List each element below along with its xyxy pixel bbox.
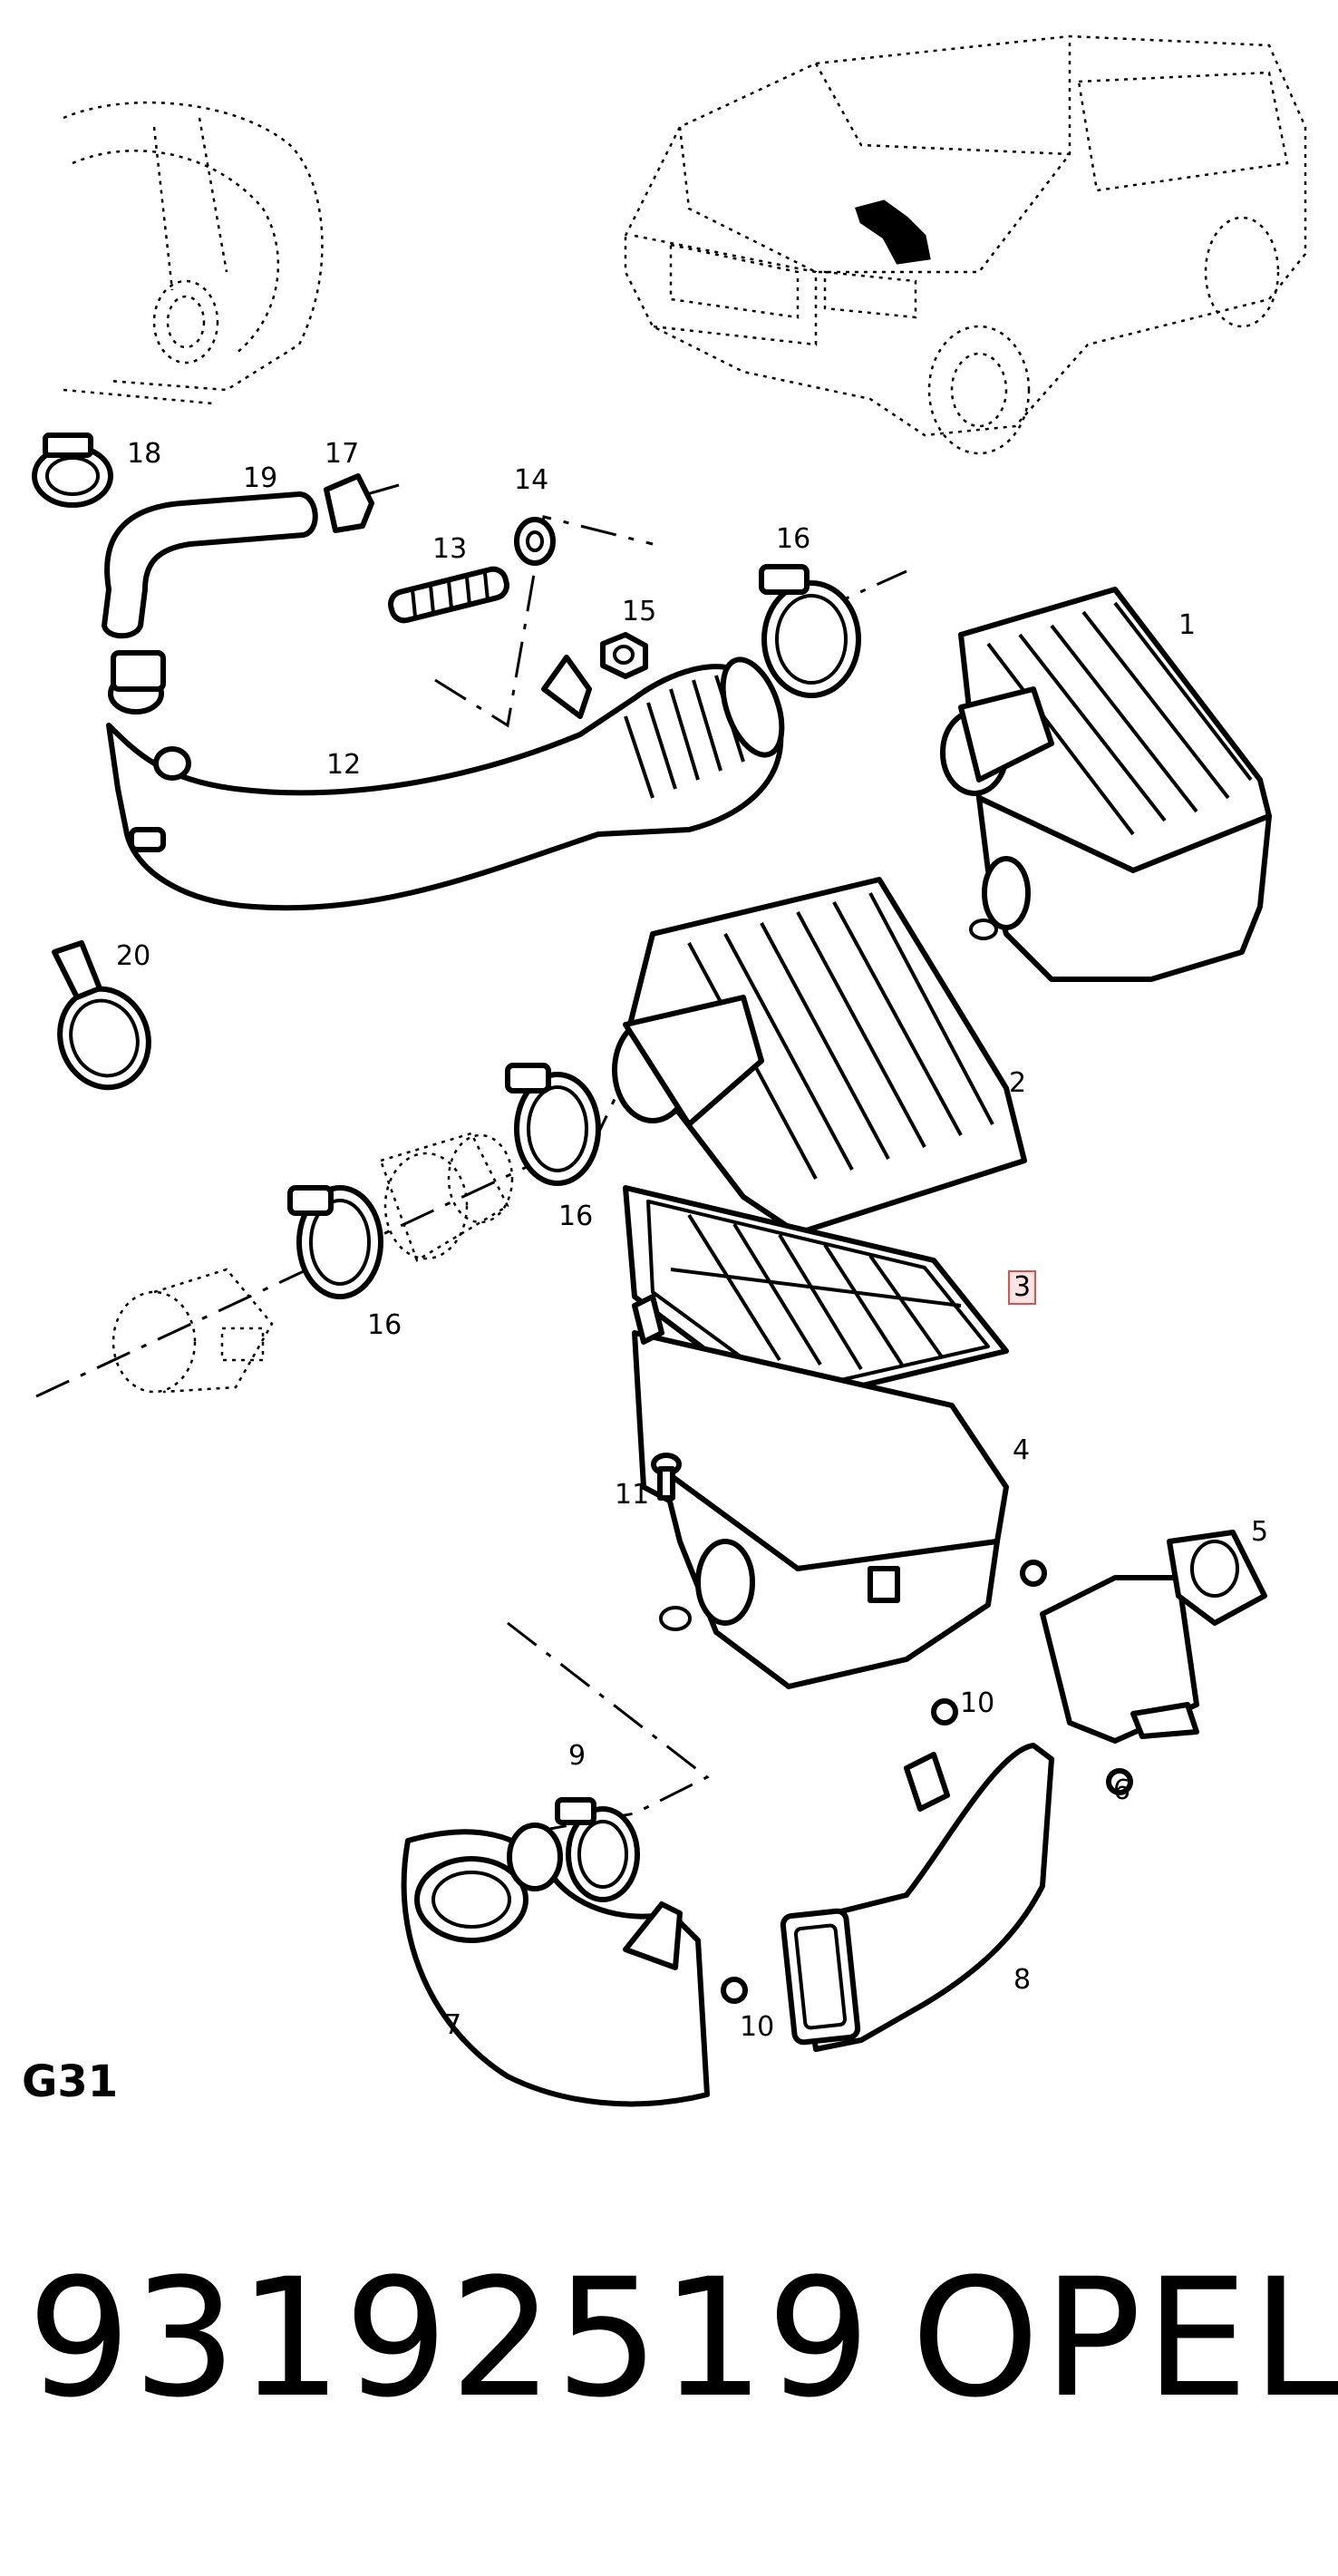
part-1-air-filter-housing <box>940 587 1272 982</box>
part-15-nut <box>600 632 648 679</box>
brand-name: OPEL <box>911 2244 1338 2434</box>
part-16-clamp-upper <box>759 564 861 698</box>
part-2-air-filter-cover <box>612 877 1027 1236</box>
group-code: G31 <box>22 2056 119 2107</box>
part-number: 93192519 <box>27 2244 873 2434</box>
callout-15[interactable]: 15 <box>622 596 657 627</box>
screw-near-part-5 <box>1020 1560 1047 1587</box>
callout-1[interactable]: 1 <box>1178 609 1197 641</box>
callout-19[interactable]: 19 <box>243 462 278 494</box>
callout-14[interactable]: 14 <box>514 464 549 496</box>
callout-8[interactable]: 8 <box>1013 1964 1032 1996</box>
mass-air-flow-sensor <box>112 1268 274 1394</box>
callout-2[interactable]: 2 <box>1009 1067 1027 1099</box>
callout-20[interactable]: 20 <box>116 940 151 972</box>
part-4-air-filter-lower-housing <box>632 1294 1009 1689</box>
callout-7[interactable]: 7 <box>444 2009 462 2041</box>
callout-18[interactable]: 18 <box>127 438 162 470</box>
part-17-clip <box>324 473 400 533</box>
part-10-screw-upper <box>931 1698 958 1725</box>
part-8-intake-duct <box>780 1743 1054 2052</box>
part-13-stud <box>388 566 509 624</box>
engine-detail-illustration <box>63 101 324 405</box>
callout-9[interactable]: 9 <box>568 1740 587 1772</box>
part-10-screw-lower <box>721 1977 748 2004</box>
part-9-clamp <box>555 1797 640 1902</box>
callout-16-lower[interactable]: 16 <box>367 1309 402 1341</box>
callout-13[interactable]: 13 <box>432 533 468 565</box>
part-16-clamp-middle <box>505 1063 601 1186</box>
part-19-hose <box>102 491 318 639</box>
callout-17[interactable]: 17 <box>325 438 360 470</box>
callout-10-upper[interactable]: 10 <box>960 1687 995 1719</box>
callout-10-lower[interactable]: 10 <box>740 2011 775 2043</box>
part-16-clamp-lower <box>287 1185 383 1299</box>
vehicle-illustration <box>624 34 1307 455</box>
part-5-intake-duct <box>1040 1530 1267 1744</box>
callout-16-middle[interactable]: 16 <box>558 1201 594 1232</box>
callout-3-highlighted[interactable]: 3 <box>1008 1270 1037 1305</box>
part-18-clamp <box>32 433 113 508</box>
callout-4[interactable]: 4 <box>1013 1434 1031 1466</box>
part-14-washer <box>514 517 556 566</box>
part-6-screw <box>1106 1768 1133 1795</box>
callout-16-upper[interactable]: 16 <box>776 523 811 555</box>
callout-6[interactable]: 6 <box>1113 1774 1131 1806</box>
callout-5[interactable]: 5 <box>1251 1516 1269 1548</box>
part-20-seal-ring <box>52 940 151 1091</box>
callout-12[interactable]: 12 <box>326 749 362 781</box>
connector-sleeve <box>379 1132 514 1262</box>
part-7-intake-duct <box>401 1823 710 2107</box>
part-11-screw <box>651 1453 682 1501</box>
callout-11[interactable]: 11 <box>615 1479 650 1511</box>
part-12-intake-duct <box>106 650 785 911</box>
